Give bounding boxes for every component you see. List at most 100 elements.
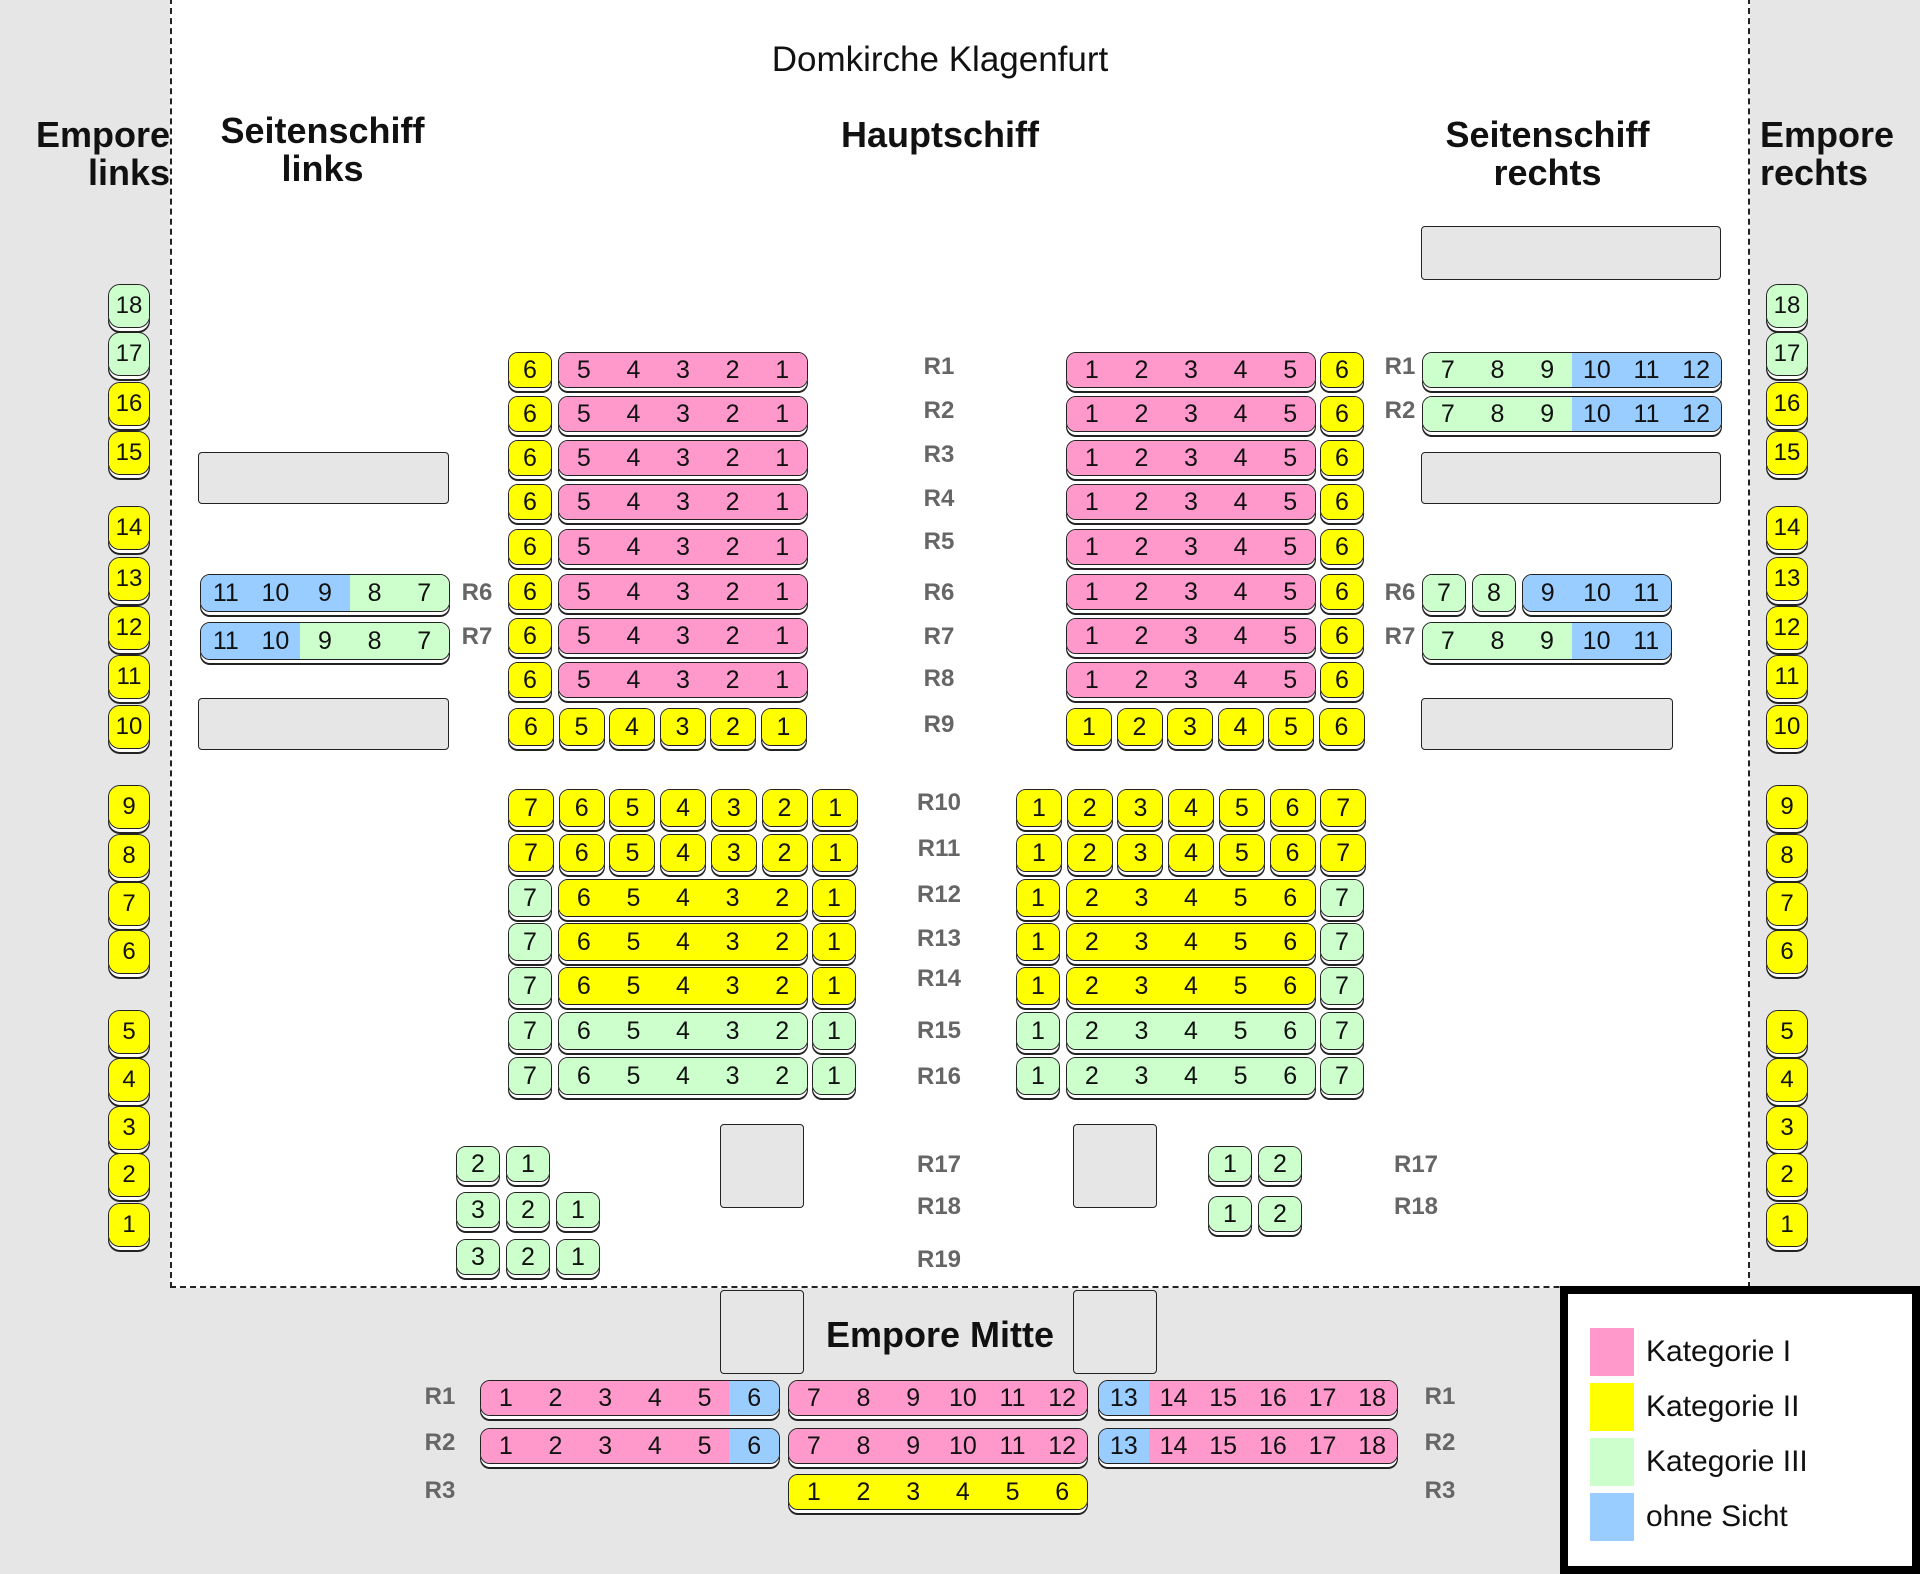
seat[interactable]: 5: [608, 1058, 659, 1094]
hauptschiff-left-seat[interactable]: 3: [456, 1192, 500, 1228]
seat[interactable]: 4: [661, 835, 706, 871]
seat[interactable]: 4: [109, 1059, 149, 1101]
hauptschiff-right-seat[interactable]: 7: [1320, 789, 1367, 827]
hauptschiff-right-aisle-seat[interactable]: 6: [1320, 574, 1364, 610]
hauptschiff-left-seat[interactable]: 1: [556, 1192, 600, 1228]
hauptschiff-left-seat[interactable]: 5: [609, 789, 656, 827]
empore-links-seat[interactable]: 5: [108, 1010, 150, 1054]
seat[interactable]: 6: [559, 880, 609, 916]
seat[interactable]: 1: [507, 1147, 549, 1181]
seat[interactable]: 16: [1248, 1429, 1298, 1463]
empore-rechts-seat[interactable]: 15: [1766, 431, 1808, 475]
seat[interactable]: 4: [1166, 968, 1216, 1004]
seat[interactable]: 5: [559, 353, 609, 387]
seat[interactable]: 4: [658, 1013, 708, 1049]
hauptschiff-left-seat[interactable]: 7: [508, 789, 554, 827]
hauptschiff-right-seat[interactable]: 1: [1016, 834, 1062, 872]
seat[interactable]: 18: [1347, 1429, 1397, 1463]
seat[interactable]: 2: [1067, 1058, 1117, 1094]
hauptschiff-left-aisle-seat[interactable]: 6: [508, 440, 552, 476]
empore-links-seat[interactable]: 18: [108, 284, 150, 328]
seat[interactable]: 1: [813, 880, 855, 916]
empore-links-seat[interactable]: 2: [108, 1153, 150, 1197]
empore-links-seat[interactable]: 10: [108, 705, 150, 749]
seat[interactable]: 12: [1037, 1429, 1087, 1463]
seat[interactable]: 2: [757, 880, 807, 916]
seat[interactable]: 9: [888, 1429, 939, 1463]
seat[interactable]: 5: [559, 530, 609, 564]
seat[interactable]: 6: [1265, 880, 1315, 916]
seat[interactable]: 9: [109, 786, 149, 828]
empore-links-seat[interactable]: 8: [108, 834, 150, 878]
seat[interactable]: 4: [608, 663, 659, 697]
hauptschiff-left-seat[interactable]: 1: [812, 1057, 856, 1095]
seat[interactable]: 3: [707, 880, 758, 916]
seat[interactable]: 4: [1166, 1058, 1216, 1094]
empore-rechts-seat[interactable]: 17: [1766, 332, 1808, 376]
seat[interactable]: 2: [1067, 790, 1112, 826]
seat[interactable]: 1: [757, 663, 807, 697]
seat[interactable]: 7: [509, 880, 551, 916]
seat[interactable]: 6: [1321, 353, 1363, 387]
hauptschiff-right-aisle-seat[interactable]: 6: [1320, 352, 1364, 388]
seat[interactable]: 5: [559, 619, 609, 653]
seat[interactable]: 2: [530, 1429, 581, 1463]
seat[interactable]: 3: [1166, 663, 1216, 697]
seat[interactable]: 10: [250, 623, 301, 659]
seat[interactable]: 5: [1265, 441, 1315, 475]
seat[interactable]: 1: [813, 924, 855, 960]
seat[interactable]: 12: [1671, 397, 1721, 431]
seat[interactable]: 6: [509, 709, 553, 745]
seat[interactable]: 9: [1522, 623, 1572, 659]
seat[interactable]: 3: [658, 530, 708, 564]
hauptschiff-left-aisle-seat[interactable]: 6: [508, 662, 552, 698]
seat[interactable]: 14: [1767, 507, 1807, 549]
seat[interactable]: 8: [1472, 353, 1523, 387]
seat[interactable]: 14: [109, 507, 149, 549]
seat[interactable]: 3: [1168, 709, 1212, 745]
hauptschiff-left-aisle-seat[interactable]: 6: [508, 529, 552, 565]
hauptschiff-left-seat[interactable]: 2: [710, 708, 756, 746]
seat[interactable]: 8: [349, 623, 400, 659]
seat[interactable]: 6: [509, 441, 551, 475]
seat[interactable]: 11: [201, 575, 251, 611]
seat[interactable]: 4: [661, 790, 706, 826]
seat[interactable]: 4: [608, 353, 659, 387]
seat[interactable]: 9: [300, 623, 350, 659]
hauptschiff-right-aisle-seat[interactable]: 6: [1320, 484, 1364, 520]
seat[interactable]: 1: [757, 530, 807, 564]
seat[interactable]: 7: [1423, 353, 1473, 387]
seat[interactable]: 2: [1259, 1147, 1301, 1181]
seat[interactable]: 7: [1321, 790, 1366, 826]
seat[interactable]: 4: [1215, 485, 1266, 519]
seat[interactable]: 5: [109, 1011, 149, 1053]
seat[interactable]: 5: [1265, 575, 1315, 609]
seat[interactable]: 6: [559, 790, 604, 826]
seat[interactable]: 5: [559, 441, 609, 475]
hauptschiff-left-aisle-seat[interactable]: 7: [508, 967, 552, 1005]
hauptschiff-right-seat[interactable]: 4: [1217, 708, 1264, 746]
hauptschiff-left-seat[interactable]: 6: [558, 789, 605, 827]
empore-links-seat[interactable]: 3: [108, 1106, 150, 1150]
hauptschiff-right-seat[interactable]: 1: [1066, 708, 1112, 746]
seat[interactable]: 5: [608, 1013, 659, 1049]
seat[interactable]: 6: [109, 931, 149, 973]
hauptschiff-right-seat[interactable]: 1: [1016, 1012, 1060, 1050]
seat[interactable]: 12: [109, 607, 149, 649]
seat[interactable]: 11: [1621, 575, 1671, 611]
seat[interactable]: 3: [1116, 880, 1167, 916]
hauptschiff-left-seat[interactable]: 5: [558, 708, 605, 746]
seat[interactable]: 3: [658, 485, 708, 519]
